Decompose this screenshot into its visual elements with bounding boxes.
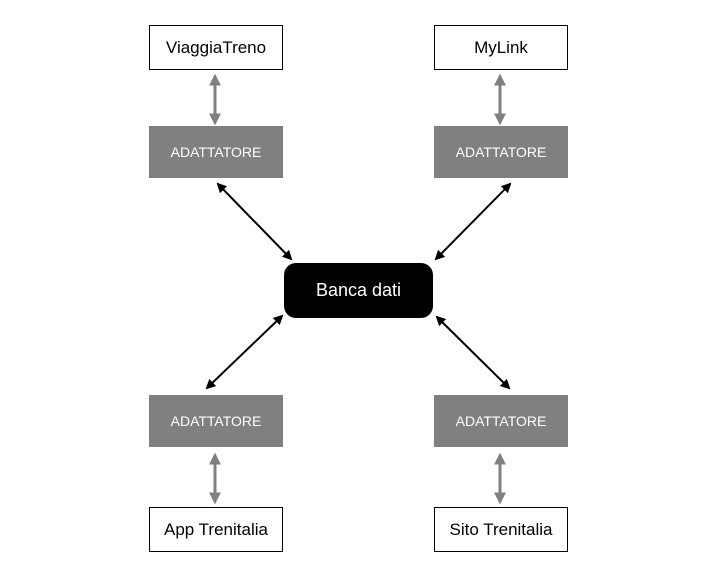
connector-adapter-tl-hub: [216, 182, 293, 261]
adapter-top-left: ADATTATORE: [149, 126, 283, 178]
connector-adapter-br-hub: [435, 315, 511, 390]
adapter-bottom-left: ADATTATORE: [149, 395, 283, 447]
system-sito-trenitalia: Sito Trenitalia: [434, 507, 568, 552]
database-hub: Banca dati: [284, 263, 433, 318]
adapter-bottom-right: ADATTATORE: [434, 395, 568, 447]
system-mylink: MyLink: [434, 25, 568, 70]
system-app-trenitalia: App Trenitalia: [149, 507, 283, 552]
adapter-top-right: ADATTATORE: [434, 126, 568, 178]
system-viaggiatreno: ViaggiaTreno: [149, 25, 283, 70]
connector-adapter-tr-hub: [434, 182, 512, 261]
connector-adapter-bl-hub: [205, 314, 284, 390]
